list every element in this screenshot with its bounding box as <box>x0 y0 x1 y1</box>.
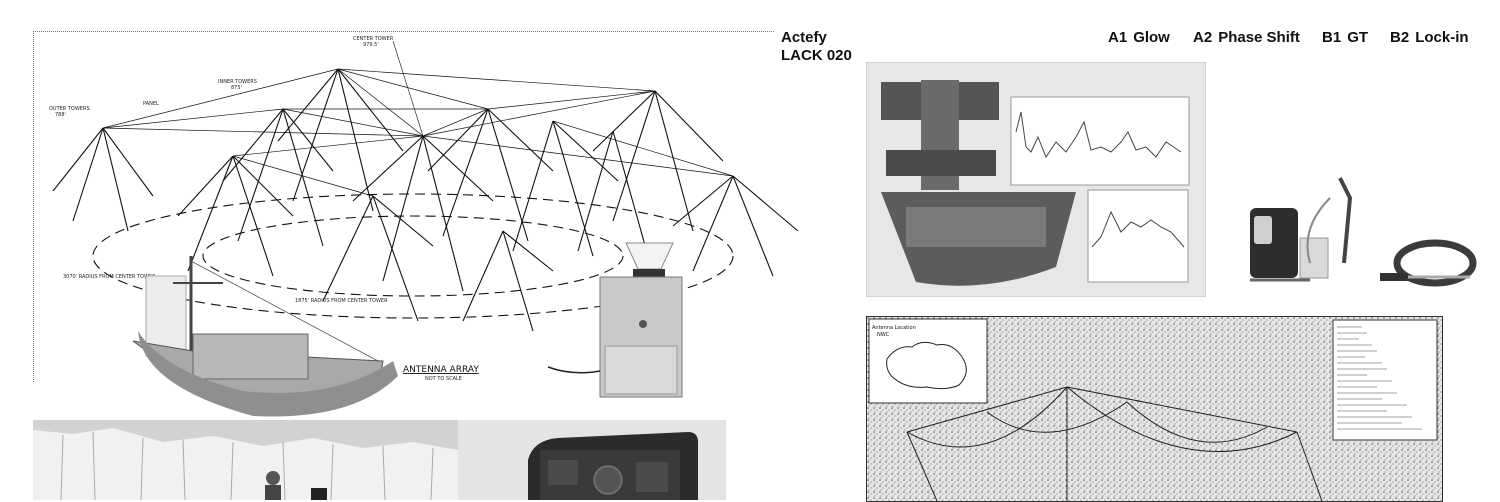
nav-item-a2[interactable]: A2 Phase Shift <box>1193 29 1300 46</box>
label-center-height: 979.5' <box>363 42 379 48</box>
nav-label: Lock-in <box>1415 29 1469 46</box>
antenna-array-drawing: CENTER TOWER 979.5' INNER TOWERS 875' PA… <box>49 36 799 417</box>
drawing-title: ANTENNA ARRAY <box>403 365 479 375</box>
brand-logo[interactable]: Actefy LACK 020 <box>781 29 852 65</box>
label-center-tower: CENTER TOWER <box>353 36 394 42</box>
simulation-plot-image[interactable] <box>866 62 1206 297</box>
nav-code: B1 <box>1322 29 1342 46</box>
label-inner-height: 875' <box>231 85 242 91</box>
reactor-model <box>881 80 1076 286</box>
glacier-photo <box>33 420 458 500</box>
antenna-field-graphic: Antenna Location NWC <box>867 317 1442 501</box>
label-radius-outer: 3070' RADIUS FROM CENTER TOWER <box>63 274 156 280</box>
label-outer-towers: OUTER TOWERS <box>49 106 90 112</box>
nav-label: Glow <box>1133 29 1170 46</box>
tower-outer-left <box>52 127 154 232</box>
drawing-subtitle: NOT TO SCALE <box>425 376 462 382</box>
brand-line-2: LACK 020 <box>781 47 852 64</box>
nav-code: B2 <box>1390 29 1410 46</box>
nav-code: A2 <box>1193 29 1213 46</box>
nav-label: Phase Shift <box>1218 29 1300 46</box>
nav-item-b2[interactable]: B2 Lock-in <box>1390 29 1469 46</box>
stone-boat-image <box>132 256 398 417</box>
nav-item-a1[interactable]: A1 Glow <box>1108 29 1170 46</box>
antenna-field-diagram[interactable]: Antenna Location NWC <box>866 316 1443 502</box>
nav-code: A1 <box>1108 29 1128 46</box>
tablet-device-photo <box>458 420 726 500</box>
label-outer-height: 788' <box>55 112 66 118</box>
map-sublabel: NWC <box>877 332 890 338</box>
map-label: Antenna Location <box>872 325 916 331</box>
nav-label: GT <box>1347 29 1369 46</box>
label-inner-towers: INNER TOWERS <box>218 79 257 85</box>
nav-item-b1[interactable]: B1 GT <box>1322 29 1368 46</box>
coffee-grinder-image <box>547 242 683 398</box>
brand-line-1: Actefy <box>781 29 827 46</box>
paint-sprayer-image <box>1250 177 1477 287</box>
label-radius-inner: 1875' RADIUS FROM CENTER TOWER <box>295 298 388 304</box>
label-panel: PANEL <box>143 101 159 107</box>
antenna-array-panel[interactable] <box>33 31 774 382</box>
